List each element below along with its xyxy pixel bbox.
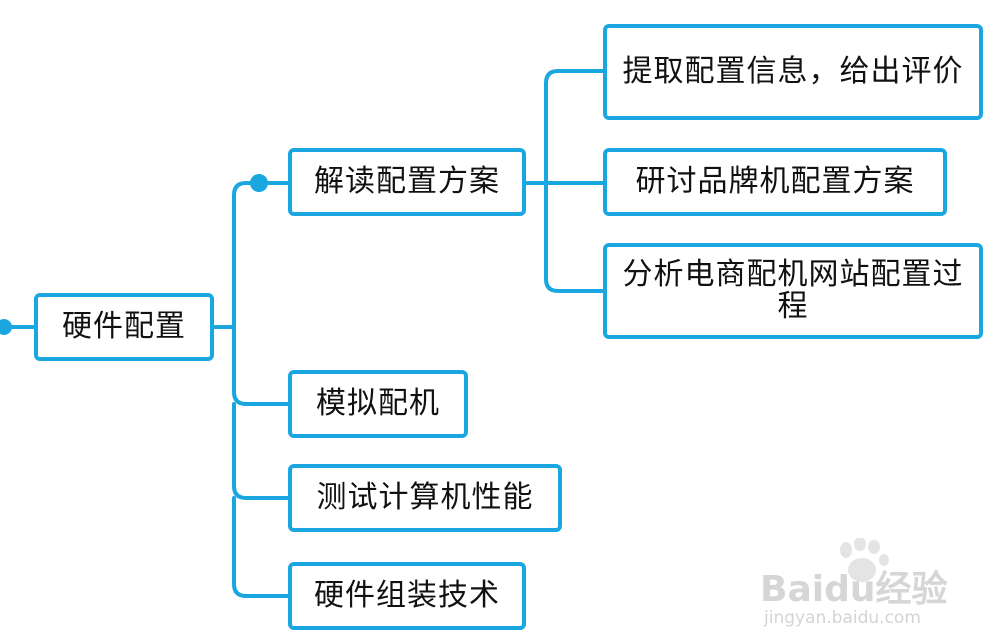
- root-node[interactable]: 硬件配置: [34, 293, 214, 361]
- connector-branch-3: [232, 402, 290, 500]
- leaf-node-2-label: 研讨品牌机配置方案: [635, 164, 915, 199]
- leaf-node-1-label: 提取配置信息，给出评价: [622, 54, 964, 89]
- connector-branch-4: [232, 496, 290, 598]
- branch-node-1[interactable]: 解读配置方案: [288, 148, 526, 216]
- branch-node-1-label: 解读配置方案: [314, 164, 500, 199]
- branch-node-4[interactable]: 硬件组装技术: [288, 562, 526, 630]
- collapse-dot-branch-1: [250, 174, 268, 192]
- paw-icon: [840, 538, 889, 582]
- branch-node-2-label: 模拟配机: [316, 386, 440, 421]
- collapse-dot-root: [0, 319, 12, 335]
- watermark-url: jingyan.baidu.com: [764, 608, 921, 628]
- leaf-node-3[interactable]: 分析电商配机网站配置过程: [603, 243, 983, 339]
- leaf-node-3-label: 分析电商配机网站配置过程: [622, 257, 964, 324]
- connector-sub-1: [544, 69, 605, 185]
- leaf-node-1[interactable]: 提取配置信息，给出评价: [603, 24, 983, 120]
- connector-branch-1: [232, 181, 290, 329]
- baidu-jingyan-watermark: Baidu经验 jingyan.baidu.com: [760, 538, 990, 634]
- connector-sub-3: [544, 181, 605, 293]
- branch-node-2[interactable]: 模拟配机: [288, 370, 468, 438]
- branch-node-4-label: 硬件组装技术: [314, 578, 500, 613]
- connector-branch-2: [232, 325, 290, 406]
- watermark-logo-text: Baidu经验: [760, 569, 948, 610]
- branch-node-3[interactable]: 测试计算机性能: [288, 464, 562, 532]
- branch-node-3-label: 测试计算机性能: [316, 480, 534, 515]
- root-node-label: 硬件配置: [62, 309, 186, 344]
- leaf-node-2[interactable]: 研讨品牌机配置方案: [603, 148, 947, 216]
